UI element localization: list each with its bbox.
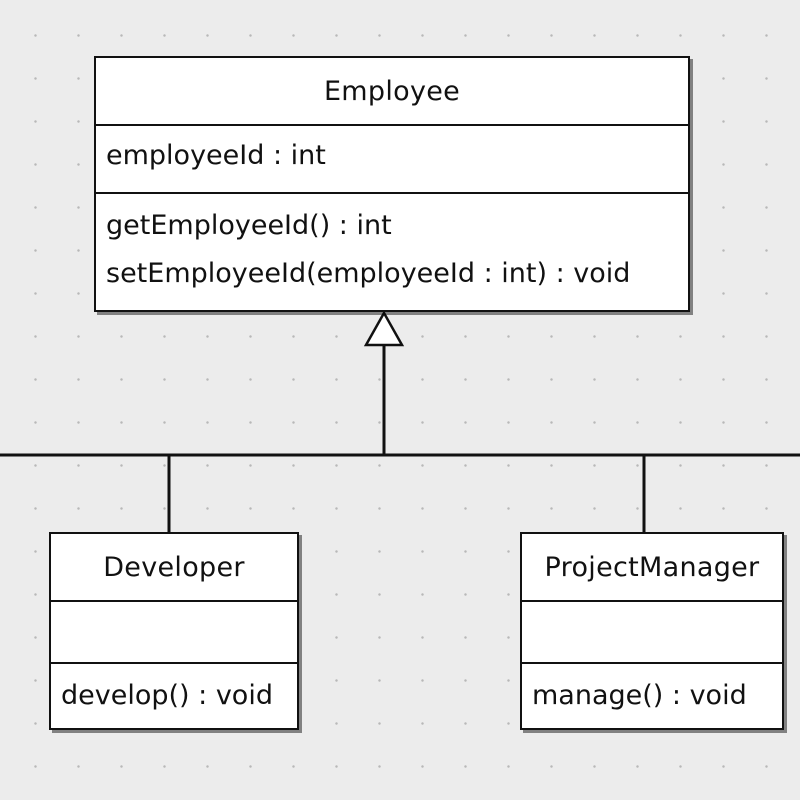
generalization-arrowhead-icon xyxy=(363,310,405,347)
class-employee-attributes: employeeId : int xyxy=(96,126,688,194)
class-projectmanager-name: ProjectManager xyxy=(522,534,782,602)
operation-manage: manage() : void xyxy=(532,680,747,711)
class-employee[interactable]: Employee employeeId : int getEmployeeId(… xyxy=(94,56,690,312)
operation-getemployeeid: getEmployeeId() : int xyxy=(106,210,392,241)
class-developer[interactable]: Developer develop() : void xyxy=(49,532,299,730)
class-developer-name: Developer xyxy=(51,534,297,602)
class-employee-name: Employee xyxy=(96,58,688,126)
class-projectmanager-operations: manage() : void xyxy=(522,664,782,720)
operation-develop: develop() : void xyxy=(61,680,273,711)
class-projectmanager-attributes xyxy=(522,602,782,664)
attribute-employeeid: employeeId : int xyxy=(106,140,326,171)
class-employee-operations: getEmployeeId() : int setEmployeeId(empl… xyxy=(96,194,688,298)
class-developer-attributes xyxy=(51,602,297,664)
operation-setemployeeid: setEmployeeId(employeeId : int) : void xyxy=(106,258,631,289)
class-developer-operations: develop() : void xyxy=(51,664,297,720)
class-projectmanager[interactable]: ProjectManager manage() : void xyxy=(520,532,784,730)
